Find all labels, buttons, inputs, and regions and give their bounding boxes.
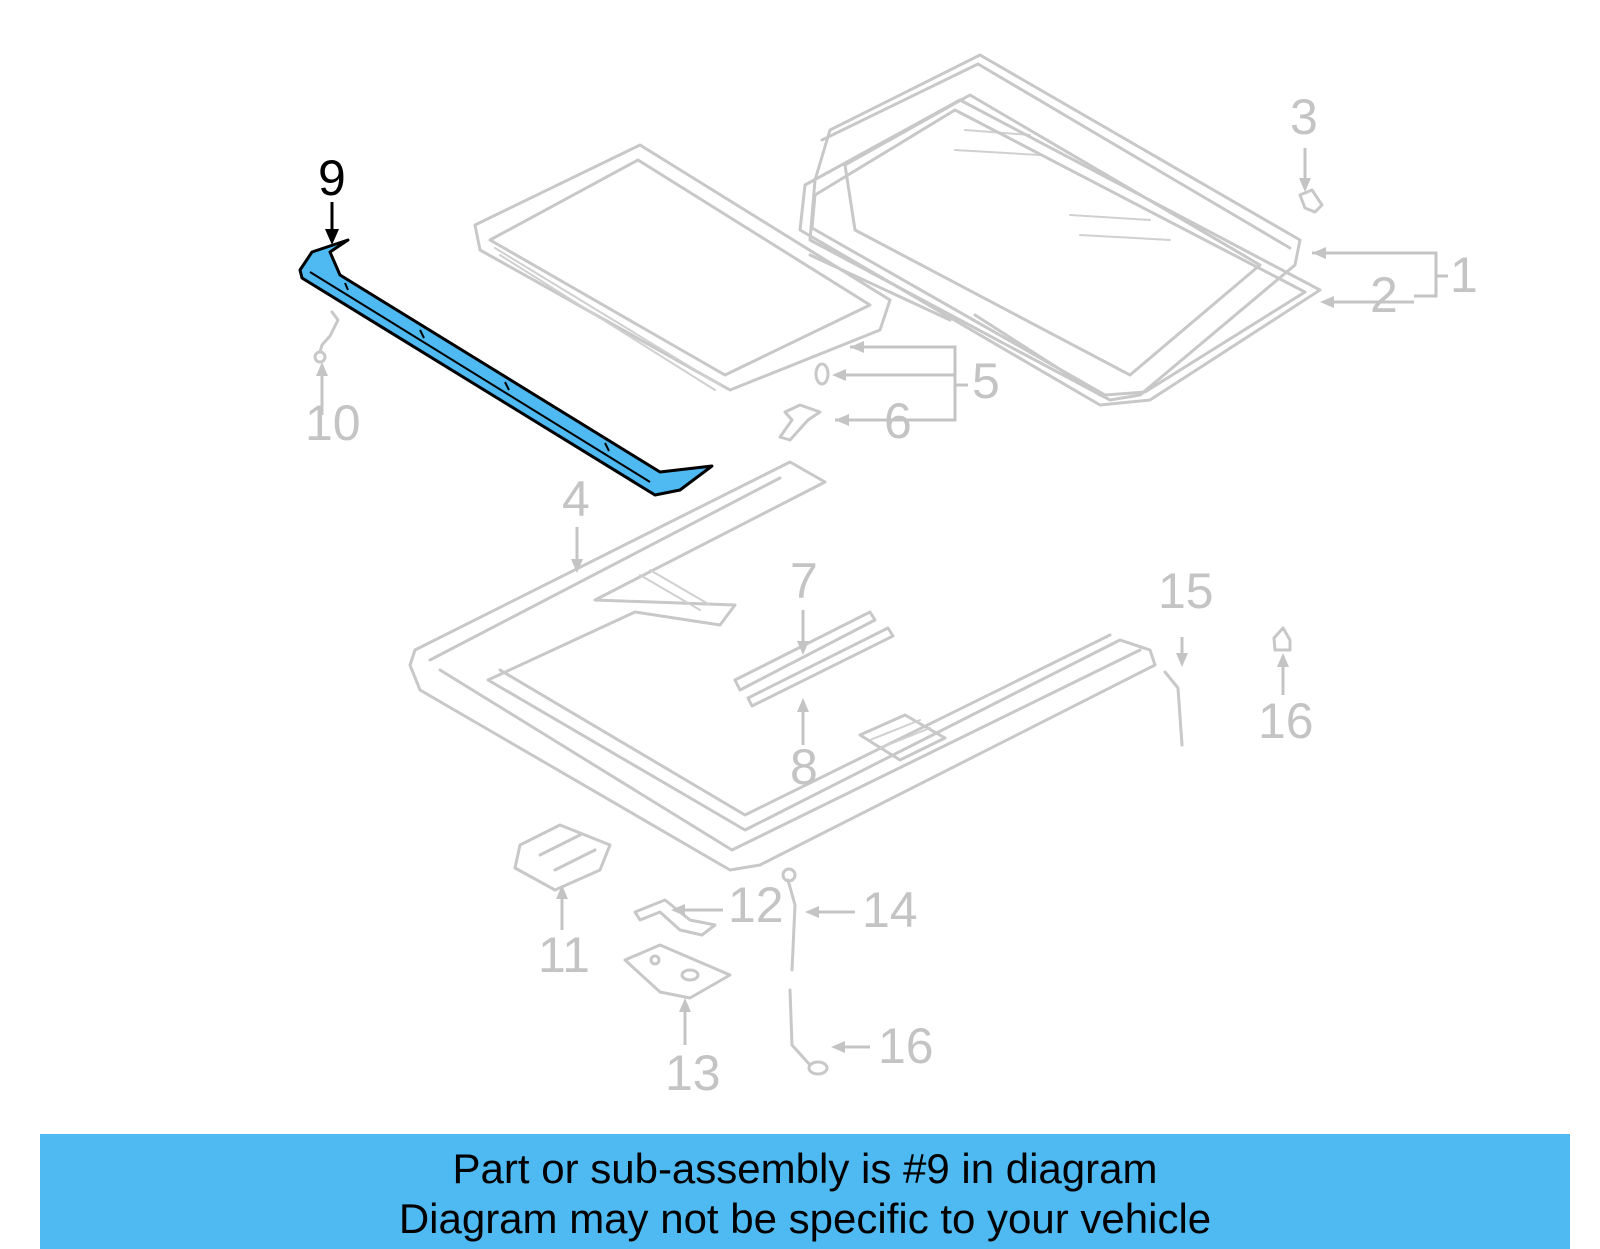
info-banner: Part or sub-assembly is #9 in diagram Di… (40, 1134, 1570, 1249)
part-10-fastener (313, 310, 340, 364)
part-7-rail (733, 610, 877, 692)
banner-line-1: Part or sub-assembly is #9 in diagram (452, 1145, 1158, 1192)
callout-13: 13 (665, 1045, 721, 1101)
callout-16-grommet: 16 (1258, 693, 1314, 749)
callout-7: 7 (790, 553, 818, 609)
part-12-bracket (633, 898, 717, 937)
callout-16-hose-end: 16 (878, 1018, 934, 1074)
callout-15: 15 (1158, 563, 1214, 619)
callouts: 1 2 3 4 5 6 7 8 9 10 11 12 13 14 15 16 1… (305, 89, 1478, 1101)
part-3-clip (1298, 188, 1324, 214)
banner-line-2: Diagram may not be specific to your vehi… (398, 1195, 1212, 1242)
callout-6: 6 (884, 393, 912, 449)
part-16-grommet (1272, 626, 1292, 652)
callout-8: 8 (790, 739, 818, 795)
leader-lines (316, 148, 1448, 1053)
callout-1: 1 (1450, 247, 1478, 303)
callout-4: 4 (562, 471, 590, 527)
callout-2: 2 (1370, 267, 1398, 323)
part-4-frame (408, 460, 1157, 872)
part-8-rail (746, 626, 895, 708)
callout-11: 11 (538, 927, 590, 983)
callout-12: 12 (728, 877, 784, 933)
part-5-sunshade (473, 143, 892, 392)
part-11-motor (513, 823, 612, 892)
part-14-drain-hose (781, 867, 829, 1076)
callout-14: 14 (862, 882, 918, 938)
part-15-hose (1163, 670, 1184, 747)
callout-3: 3 (1290, 89, 1318, 145)
part-9-weatherstrip (298, 238, 714, 497)
part-2-seal (798, 98, 1322, 407)
callout-9: 9 (318, 150, 346, 206)
callout-10: 10 (305, 395, 361, 451)
part-6-handle (778, 403, 822, 442)
callout-5: 5 (972, 353, 1000, 409)
part-13-plate (623, 943, 732, 1000)
leader-9 (325, 202, 339, 245)
